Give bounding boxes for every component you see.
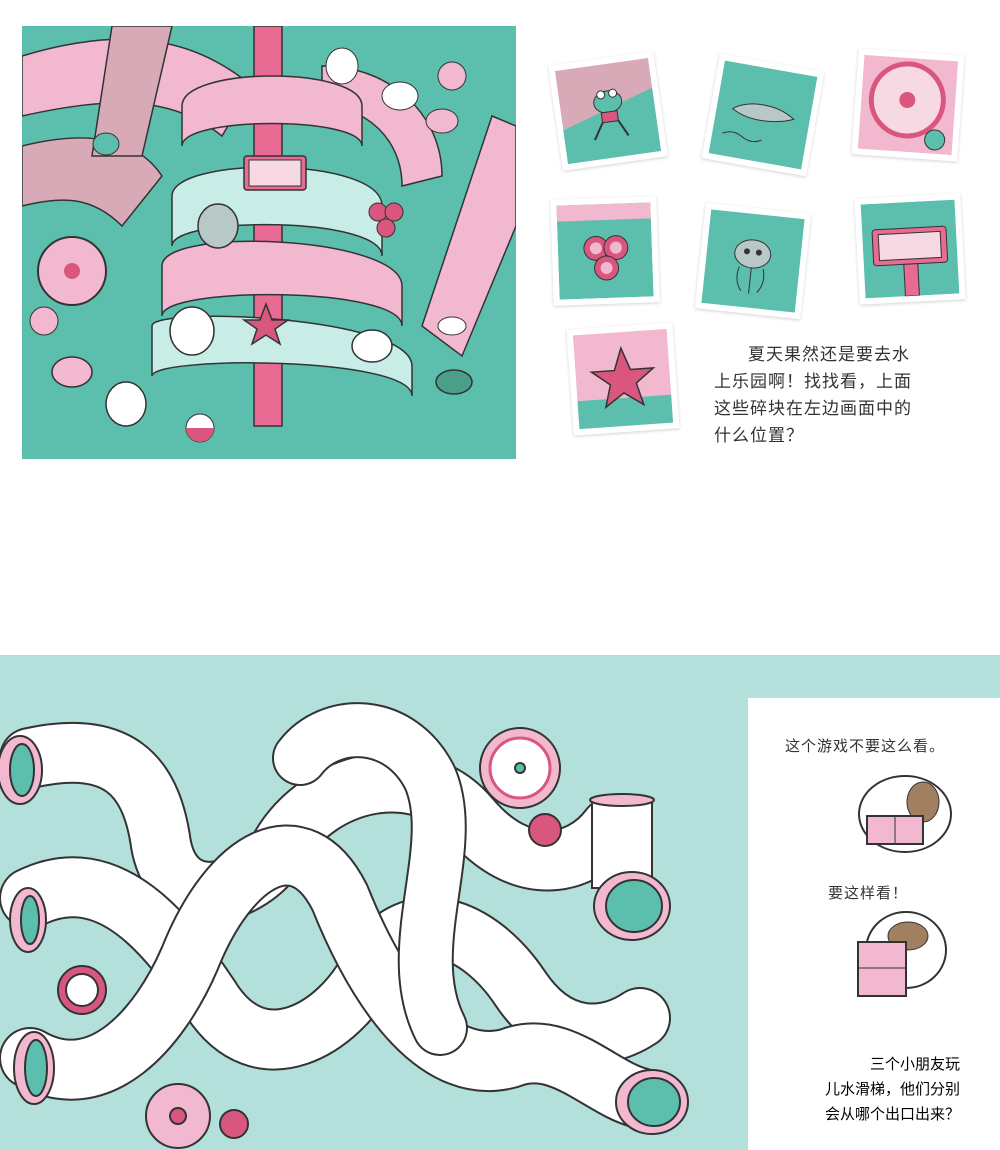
top-caption: 夏天果然还是要去水 上乐园啊！找找看，上面 这些碎块在左边画面中的 什么位置？ [714,342,942,450]
wheel-icon [857,54,959,156]
caption-line: 儿水滑梯，他们分别 [824,1080,960,1098]
caption-line: 三个小朋友玩 [869,1055,960,1073]
bottom-caption: 三个小朋友玩 儿水滑梯，他们分别 会从哪个出口出来？ [790,1052,960,1127]
fragment-jellyfish [694,202,812,320]
sign-icon [860,199,960,299]
jellyfish-icon [701,209,805,313]
frog-icon [554,57,662,165]
slide-maze-illustration [0,702,689,1149]
fragment-wheel [851,48,965,162]
hint-text-wrong-way: 这个游戏不要这么看。 [785,737,946,755]
caption-line: 什么位置？ [714,426,804,446]
hint-text-right-way: 要这样看！ [828,884,909,902]
bear-reading-upright-icon [857,911,947,997]
caption-line: 会从哪个出口出来？ [824,1105,960,1123]
clover-icon [556,202,654,300]
caption-line: 这些碎块在左边画面中的 [714,399,912,419]
caption-line: 夏天果然还是要去水 [748,345,910,365]
dolphin-icon [708,60,818,170]
fragment-clover [550,196,660,306]
fragment-sign [854,193,966,305]
caption-line: 上乐园啊！找找看，上面 [714,372,912,392]
starfish-icon [572,328,674,430]
bear-reading-sideways-icon [858,775,952,853]
fragment-frog [548,51,668,171]
fragment-starfish [566,322,680,436]
hint-panel [748,698,1000,1150]
fragment-dolphin [701,53,825,177]
water-park-illustration [22,26,516,459]
